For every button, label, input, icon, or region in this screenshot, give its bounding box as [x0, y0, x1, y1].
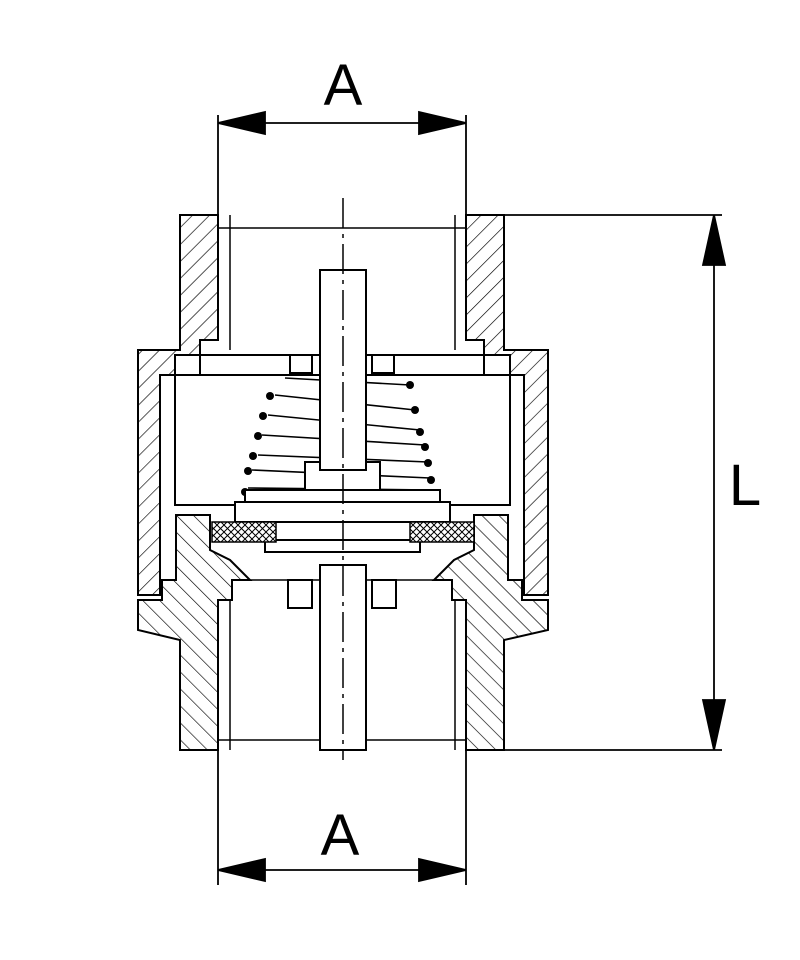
seal	[211, 521, 475, 543]
dimension-label-a-top: A	[324, 53, 363, 118]
lower-body	[137, 514, 549, 751]
upper-threads	[218, 215, 466, 350]
dimension-label-a-bottom: A	[321, 803, 360, 868]
lower-guide	[287, 579, 397, 609]
spring-ends	[241, 381, 435, 496]
dimension-label-l: L	[729, 453, 761, 518]
dimension-lines	[217, 110, 727, 885]
